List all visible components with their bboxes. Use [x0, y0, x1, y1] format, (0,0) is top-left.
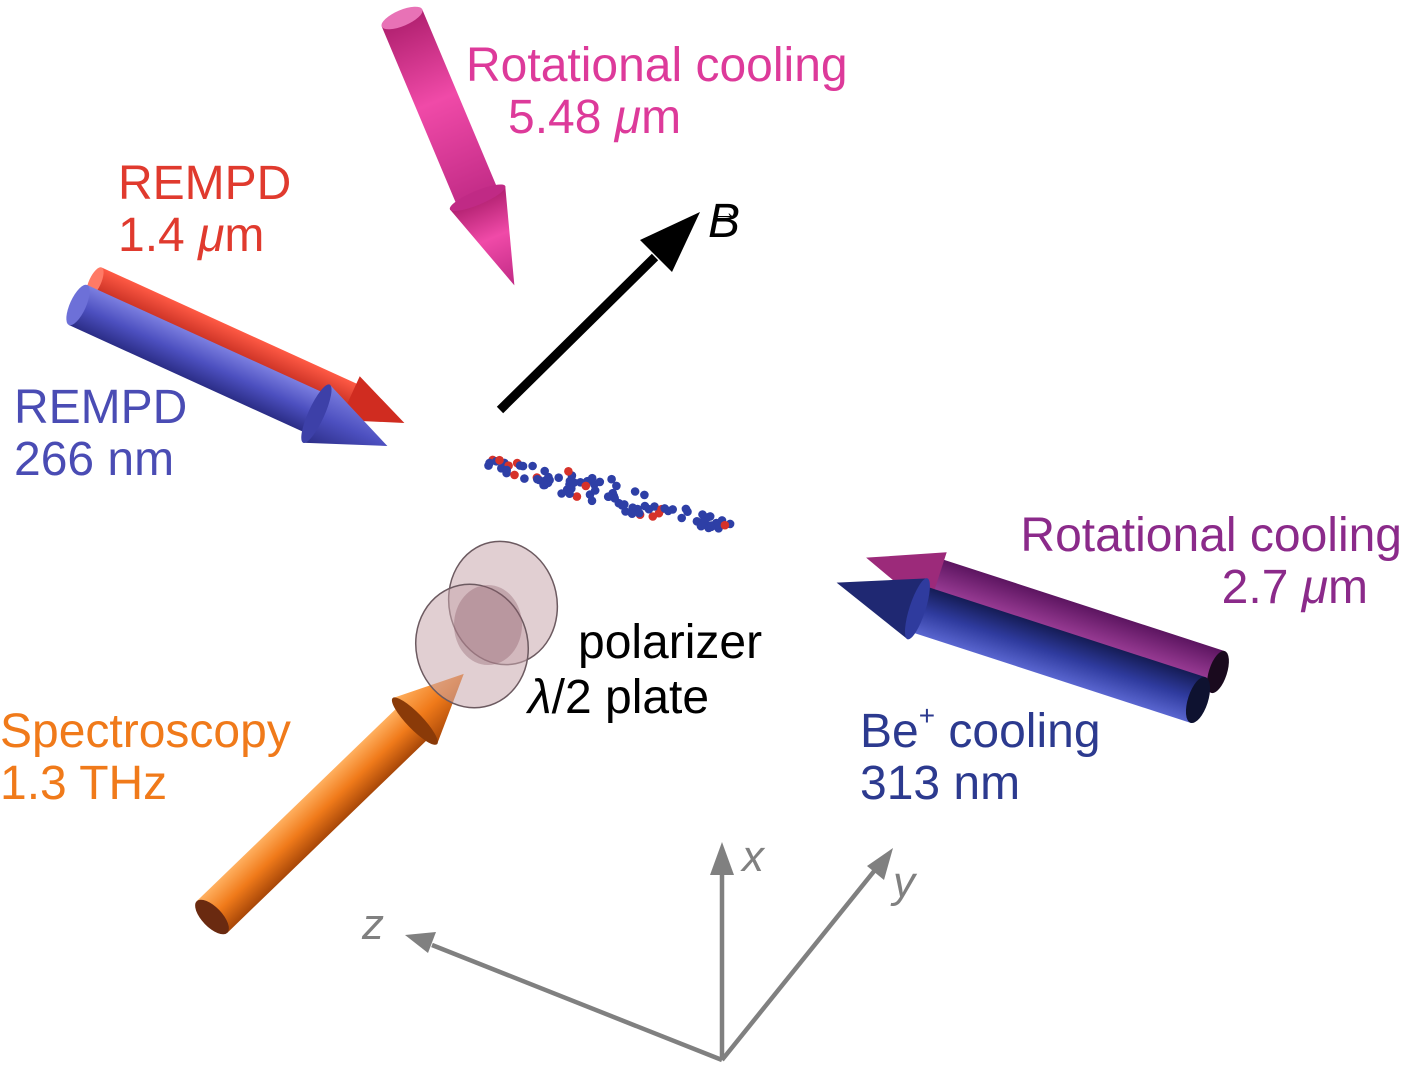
- molecular-ion: [510, 470, 519, 480]
- atomic-ion: [640, 490, 649, 500]
- label-b-field: → B: [708, 195, 741, 248]
- atomic-ion: [587, 496, 597, 506]
- atomic-ion: [557, 489, 566, 498]
- label-rempd-blue-line1: REMPD: [14, 381, 188, 434]
- label-spectroscopy: Spectroscopy 1.3 THz: [0, 706, 291, 810]
- atomic-ion: [554, 473, 563, 483]
- label-be-cooling-line2: 313 nm: [860, 757, 1021, 810]
- molecular-ion: [581, 481, 591, 491]
- atomic-ion: [620, 500, 629, 509]
- atomic-ion: [660, 504, 669, 513]
- atomic-ion: [587, 473, 597, 483]
- ion-crystal: [484, 455, 735, 533]
- label-be-cooling-line1: Be+ cooling: [860, 700, 1101, 758]
- molecular-ion: [648, 512, 658, 521]
- label-rempd-red-line1: REMPD: [118, 157, 292, 210]
- atomic-ion: [528, 461, 537, 471]
- molecular-ion: [720, 520, 730, 530]
- atomic-ion: [630, 487, 640, 496]
- label-rot-cooling-548-line2: 5.48 μm: [508, 91, 682, 144]
- atomic-ion: [539, 478, 548, 488]
- atomic-ion: [515, 461, 525, 470]
- b-field-arrow: [496, 212, 700, 414]
- beam-rot-cooling-548: [381, 6, 515, 286]
- polarizer-plates: [414, 540, 559, 709]
- coordinate-axes: [405, 842, 893, 1063]
- atomic-ion: [610, 494, 619, 503]
- atomic-ion: [520, 474, 529, 483]
- atomic-ion: [544, 472, 553, 482]
- axis-label-x: x: [742, 832, 764, 881]
- atomic-ion: [502, 465, 512, 475]
- axis-label-y: y: [893, 858, 915, 907]
- atomic-ion: [485, 458, 494, 468]
- atomic-ion: [627, 509, 637, 518]
- z-axis-line: [431, 942, 723, 1063]
- label-spectroscopy-line1: Spectroscopy: [0, 705, 291, 758]
- atomic-ion: [603, 492, 613, 502]
- label-rot-cooling-27-line2: 2.7 μm: [1221, 561, 1368, 614]
- label-polarizer: polarizer: [578, 616, 763, 669]
- label-rot-cooling-548: Rotational cooling 5.48 μm: [466, 40, 848, 144]
- atomic-ion: [635, 508, 644, 518]
- molecular-ion: [495, 455, 504, 465]
- beam-rempd-blue: [66, 284, 388, 446]
- label-rempd-red: REMPD 1.4 μm: [118, 158, 291, 262]
- atomic-ion: [569, 478, 579, 487]
- atomic-ion: [595, 477, 605, 487]
- axis-label-z: z: [362, 900, 384, 949]
- label-rempd-red-line2: 1.4 μm: [118, 209, 265, 262]
- molecular-ion: [572, 492, 582, 501]
- atomic-ion: [612, 481, 621, 491]
- y-axis-line: [720, 868, 877, 1062]
- atomic-ion: [706, 522, 716, 532]
- label-half-wave-plate: λ/2 plate: [528, 671, 710, 724]
- molecular-ion: [564, 467, 573, 476]
- label-rempd-blue: REMPD 266 nm: [14, 382, 187, 486]
- label-spectroscopy-line2: 1.3 THz: [0, 757, 168, 810]
- atomic-ion: [677, 513, 686, 523]
- label-rot-cooling-27: Rotational cooling 2.7 μm: [972, 510, 1402, 614]
- atomic-ion: [607, 474, 616, 484]
- atomic-ion: [644, 504, 654, 514]
- atomic-ion: [590, 486, 600, 495]
- label-rot-cooling-27-line1: Rotational cooling: [1020, 509, 1402, 562]
- label-rot-cooling-548-line1: Rotational cooling: [466, 39, 848, 92]
- atomic-ion: [565, 489, 574, 499]
- label-rempd-blue-line2: 266 nm: [14, 433, 175, 486]
- beam-be-cooling: [836, 578, 1211, 724]
- label-be-cooling: Be+ cooling 313 nm: [860, 700, 1101, 810]
- atomic-ion: [668, 505, 677, 514]
- atomic-ion: [697, 521, 706, 530]
- atomic-ion: [681, 504, 691, 514]
